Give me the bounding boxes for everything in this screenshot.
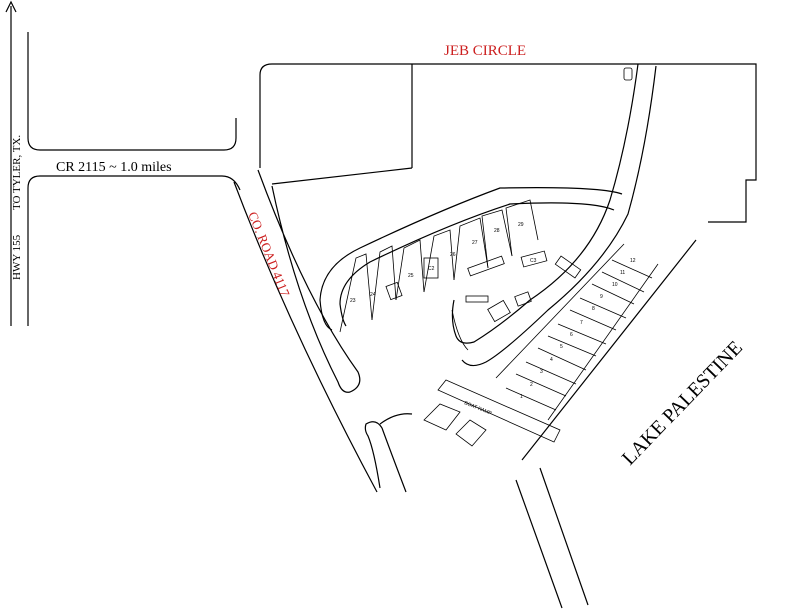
upper-lots bbox=[339, 199, 539, 333]
co-road-label: CO. ROAD 4117 bbox=[245, 210, 293, 300]
right-lot-labels: 1 2 3 4 5 6 7 8 9 10 11 12 bbox=[520, 258, 636, 400]
boat-ramp: BOAT RAMP bbox=[437, 379, 561, 443]
lot-label: 26 bbox=[450, 252, 456, 258]
lot-label: 11 bbox=[620, 270, 625, 276]
lot-label: 6 bbox=[570, 332, 573, 338]
right-lots bbox=[495, 243, 659, 421]
lot-label: 1 bbox=[520, 394, 523, 400]
lake-shoreline bbox=[521, 239, 697, 461]
lot-label: 9 bbox=[600, 294, 603, 300]
lot-label: 7 bbox=[580, 320, 583, 326]
lot-label: 27 bbox=[472, 240, 478, 246]
parcel-boundary bbox=[259, 63, 757, 223]
lot-label: 2 bbox=[530, 382, 533, 388]
lot-label: 25 bbox=[408, 273, 414, 279]
lake-label: LAKE PALESTINE bbox=[618, 337, 747, 470]
lot-label: C3 bbox=[530, 258, 537, 264]
boat-ramp-label: BOAT RAMP bbox=[463, 400, 493, 417]
county-road bbox=[233, 169, 378, 493]
lot-label: 29 bbox=[518, 222, 524, 228]
hwy-roads bbox=[27, 32, 241, 326]
lot-label: 4 bbox=[550, 357, 553, 363]
to-tyler-label: TO TYLER, TX. bbox=[11, 135, 23, 210]
hwy-label: HWY 155 bbox=[11, 234, 23, 280]
lot-label: 3 bbox=[540, 369, 543, 375]
lot-label: 24 bbox=[370, 292, 376, 298]
lot-label: 28 bbox=[494, 228, 500, 234]
cr-distance-label: CR 2115 ~ 1.0 miles bbox=[56, 160, 172, 175]
structures bbox=[423, 67, 633, 447]
lot-label: C2 bbox=[428, 266, 435, 272]
jeb-circle-label: JEB CIRCLE bbox=[444, 43, 526, 59]
main-loop-road bbox=[319, 63, 657, 367]
upper-lot-labels: 23 24 25 C2 26 27 28 29 C3 bbox=[350, 222, 537, 304]
lot-label: 12 bbox=[630, 258, 636, 264]
north-arrow-icon bbox=[5, 0, 17, 326]
lot-label: 10 bbox=[612, 282, 618, 288]
lot-label: 8 bbox=[592, 306, 595, 312]
lower-road bbox=[364, 413, 589, 609]
lot-label: 23 bbox=[350, 298, 356, 304]
lot-label: 5 bbox=[560, 344, 563, 350]
